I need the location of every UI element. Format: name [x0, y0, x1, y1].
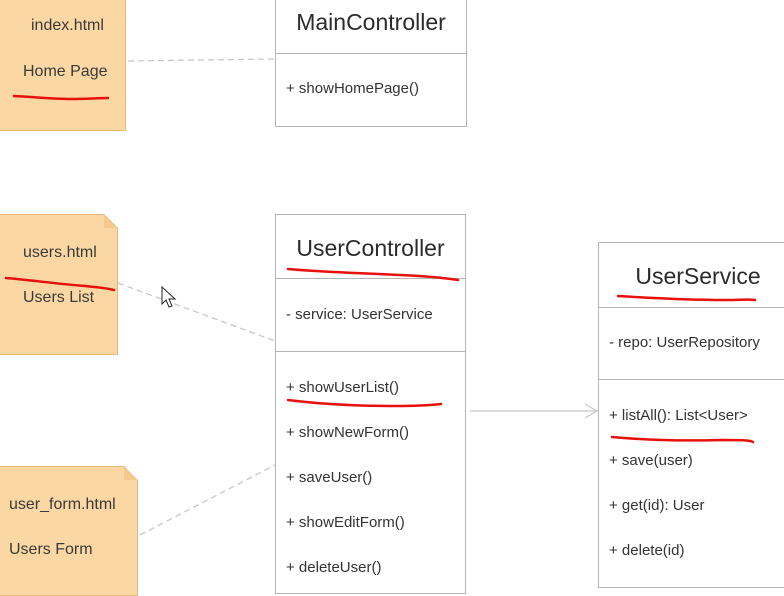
mouse-cursor-icon: [161, 285, 177, 308]
class-divider: [599, 379, 784, 380]
annotation-underline-users-list: [4, 276, 116, 292]
method-show-edit-form: + showEditForm(): [286, 514, 405, 531]
connector-arrowhead: [584, 403, 599, 419]
attribute-repo: - repo: UserRepository: [609, 334, 760, 351]
note-file-name: index.html: [31, 17, 104, 34]
note-label: Users Form: [9, 541, 93, 558]
note-fold: [124, 466, 138, 480]
method-save: + save(user): [609, 452, 693, 469]
note-label: Users List: [23, 289, 95, 306]
main-controller-class: MainController + showHomePage(): [275, 0, 467, 127]
note-file-name: user_form.html: [9, 496, 116, 513]
note-index-html: index.html Home Page: [0, 0, 126, 131]
connector-users-list: [117, 282, 276, 342]
attribute-service: - service: UserService: [286, 306, 433, 323]
annotation-underline-list-all: [610, 435, 755, 444]
method-show-home-page: + showHomePage(): [286, 80, 419, 97]
method-delete: + delete(id): [609, 542, 685, 559]
method-get: + get(id): User: [609, 497, 705, 514]
class-divider: [276, 351, 465, 352]
method-list-all: + listAll(): List<User>: [609, 407, 748, 424]
class-name: UserService: [635, 263, 761, 289]
note-user-form-html: user_form.html Users Form: [0, 466, 138, 596]
class-divider: [599, 307, 784, 308]
method-show-user-list: + showUserList(): [286, 379, 399, 396]
note-label: Home Page: [23, 63, 108, 80]
annotation-underline-user-controller: [286, 267, 460, 282]
annotation-underline-home-page: [12, 94, 110, 101]
connector-home-page: [127, 58, 276, 62]
connector-users-form: [139, 464, 276, 536]
note-file-name: users.html: [23, 244, 97, 261]
class-name: MainController: [296, 9, 446, 35]
method-delete-user: + deleteUser(): [286, 559, 382, 576]
annotation-underline-user-service: [616, 294, 757, 302]
method-save-user: + saveUser(): [286, 469, 373, 486]
note-fold: [104, 214, 118, 228]
method-show-new-form: + showNewForm(): [286, 424, 409, 441]
annotation-underline-show-user-list: [286, 398, 443, 408]
class-name: UserController: [296, 235, 445, 261]
class-divider: [276, 278, 465, 279]
class-divider: [276, 53, 466, 54]
